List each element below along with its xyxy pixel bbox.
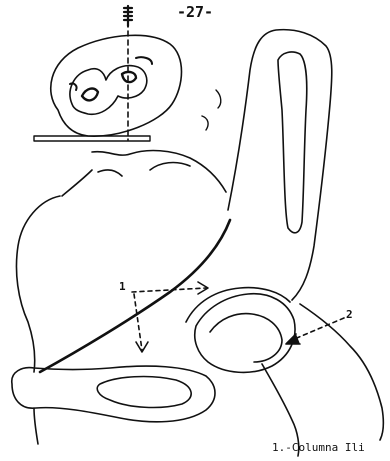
inset-inner-detail-b: [122, 72, 136, 82]
posterior-tail: [34, 408, 38, 444]
sacral-fragment-2: [98, 170, 122, 176]
pubic-edge: [300, 304, 383, 440]
figure-caption: 1.-Columna Ili: [272, 441, 365, 454]
sacral-outline: [92, 151, 226, 192]
ilium-inner-contour: [278, 52, 307, 233]
arrow-1-vertical: [134, 294, 142, 350]
ilium-notch-2: [216, 90, 221, 108]
posterior-outline: [16, 196, 60, 372]
posterior-upper: [62, 170, 92, 196]
inset-inner-detail-a: [82, 89, 98, 101]
acetabulum-inner: [210, 314, 282, 362]
marker-2-label: 2: [346, 308, 353, 321]
arrow-1-head-down: [136, 342, 148, 352]
obturator-foramen: [97, 377, 191, 408]
inset-outline: [51, 35, 182, 136]
arrow-2-head: [286, 334, 300, 344]
ilium-notch: [202, 116, 208, 130]
ischium-lower: [12, 366, 215, 422]
ilium-blade: [228, 30, 332, 300]
arrow-2-line: [292, 318, 344, 340]
cross-section-inset: [34, 6, 182, 141]
pelvis-outline: [12, 30, 384, 456]
inset-top-marker: [124, 6, 132, 26]
inset-inner-detail-c: [136, 57, 152, 64]
sacral-fragment: [150, 163, 190, 170]
marker-1-label: 1: [119, 280, 126, 293]
inset-inner-bone: [70, 66, 147, 115]
